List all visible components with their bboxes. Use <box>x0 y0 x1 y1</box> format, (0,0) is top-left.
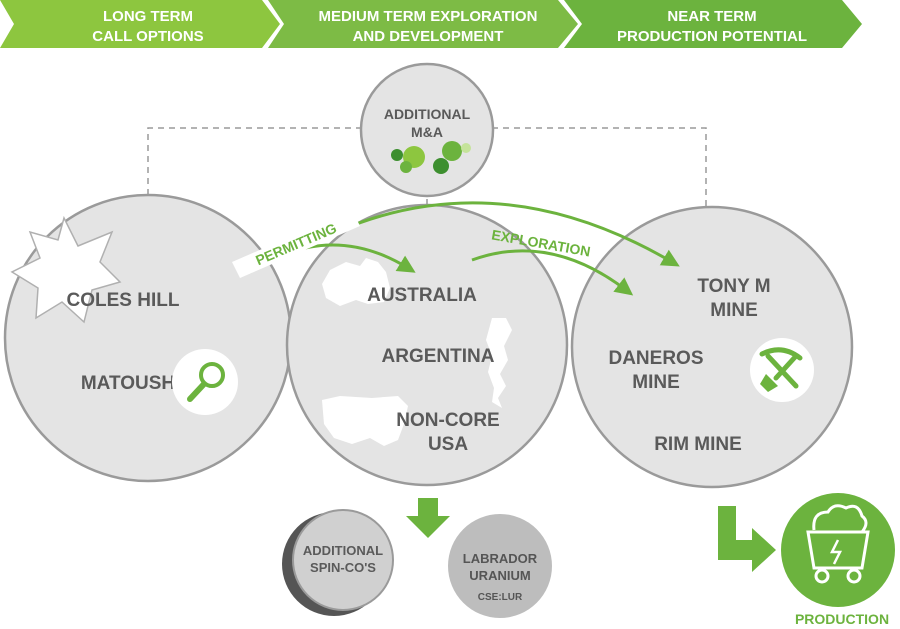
down-arrow-middle <box>406 498 450 538</box>
banner-near-term-line2: PRODUCTION POTENTIAL <box>617 28 807 45</box>
production-label: PRODUCTION <box>795 611 889 627</box>
elbow-arrow-production <box>718 506 776 572</box>
magnifier-icon <box>172 349 238 415</box>
banner-near-term-line1: NEAR TERM <box>667 8 756 25</box>
spinco-circle <box>292 509 394 611</box>
connector-to-right <box>492 127 712 246</box>
labrador-line2: URANIUM <box>469 568 530 583</box>
usa-map-icon <box>322 396 408 446</box>
middle-circle-group: AUSTRALIA ARGENTINA NON-CORE USA <box>285 203 569 487</box>
shovel-pickaxe-icon <box>750 338 814 402</box>
spinco-group: ADDITIONAL SPIN-CO'S <box>282 509 394 616</box>
banner-stage-near-term <box>564 0 862 48</box>
stage-banner: LONG TERM CALL OPTIONS MEDIUM TERM EXPLO… <box>0 0 862 48</box>
left-item-matoush: MATOUSH <box>81 373 175 394</box>
labrador-line1: LABRADOR <box>463 551 538 566</box>
right-circle <box>570 205 854 489</box>
ma-label-line2: M&A <box>411 124 443 140</box>
production-circle <box>781 493 895 607</box>
labrador-group: LABRADOR URANIUM CSE:LUR <box>448 514 552 618</box>
middle-item-non-core-line1: NON-CORE <box>396 410 499 431</box>
permitting-ribbon <box>232 210 360 278</box>
green-dots-icon <box>391 141 471 174</box>
starburst-icon <box>10 215 122 324</box>
left-circle-group: COLES HILL MATOUSH <box>3 193 293 483</box>
middle-item-non-core-line2: USA <box>428 434 468 455</box>
right-item-rim-mine: RIM MINE <box>654 434 742 455</box>
banner-long-term-line1: LONG TERM <box>103 8 193 25</box>
ma-bubble <box>359 62 495 198</box>
ma-label-line1: ADDITIONAL <box>384 106 471 122</box>
left-item-coles-hill: COLES HILL <box>67 290 180 311</box>
right-item-daneros-line2: MINE <box>632 372 680 393</box>
banner-medium-term-line1: MEDIUM TERM EXPLORATION <box>319 8 538 25</box>
banner-long-term-line2: CALL OPTIONS <box>92 28 203 45</box>
production-group: PRODUCTION <box>781 493 895 627</box>
right-circle-group: TONY M MINE DANEROS MINE RIM MINE <box>570 205 854 489</box>
middle-item-argentina: ARGENTINA <box>382 346 495 367</box>
ma-bubble-group: ADDITIONAL M&A <box>359 62 495 198</box>
mine-cart-icon <box>806 504 870 584</box>
arrow-exploration <box>471 249 634 296</box>
australia-map-icon <box>322 258 390 306</box>
labrador-ticker: CSE:LUR <box>478 592 523 603</box>
banner-medium-term-line2: AND DEVELOPMENT <box>353 28 504 45</box>
argentina-map-icon <box>486 318 512 408</box>
right-item-daneros-line1: DANEROS <box>608 348 703 369</box>
spinco-line2: SPIN-CO'S <box>310 560 376 575</box>
right-item-tony-m-line1: TONY M <box>697 276 770 297</box>
labrador-circle <box>448 514 552 618</box>
middle-item-australia: AUSTRALIA <box>367 285 477 306</box>
banner-stage-long-term <box>0 0 280 48</box>
banner-stage-medium-term <box>268 0 578 48</box>
right-item-tony-m-line2: MINE <box>710 300 758 321</box>
spinco-line1: ADDITIONAL <box>303 543 383 558</box>
